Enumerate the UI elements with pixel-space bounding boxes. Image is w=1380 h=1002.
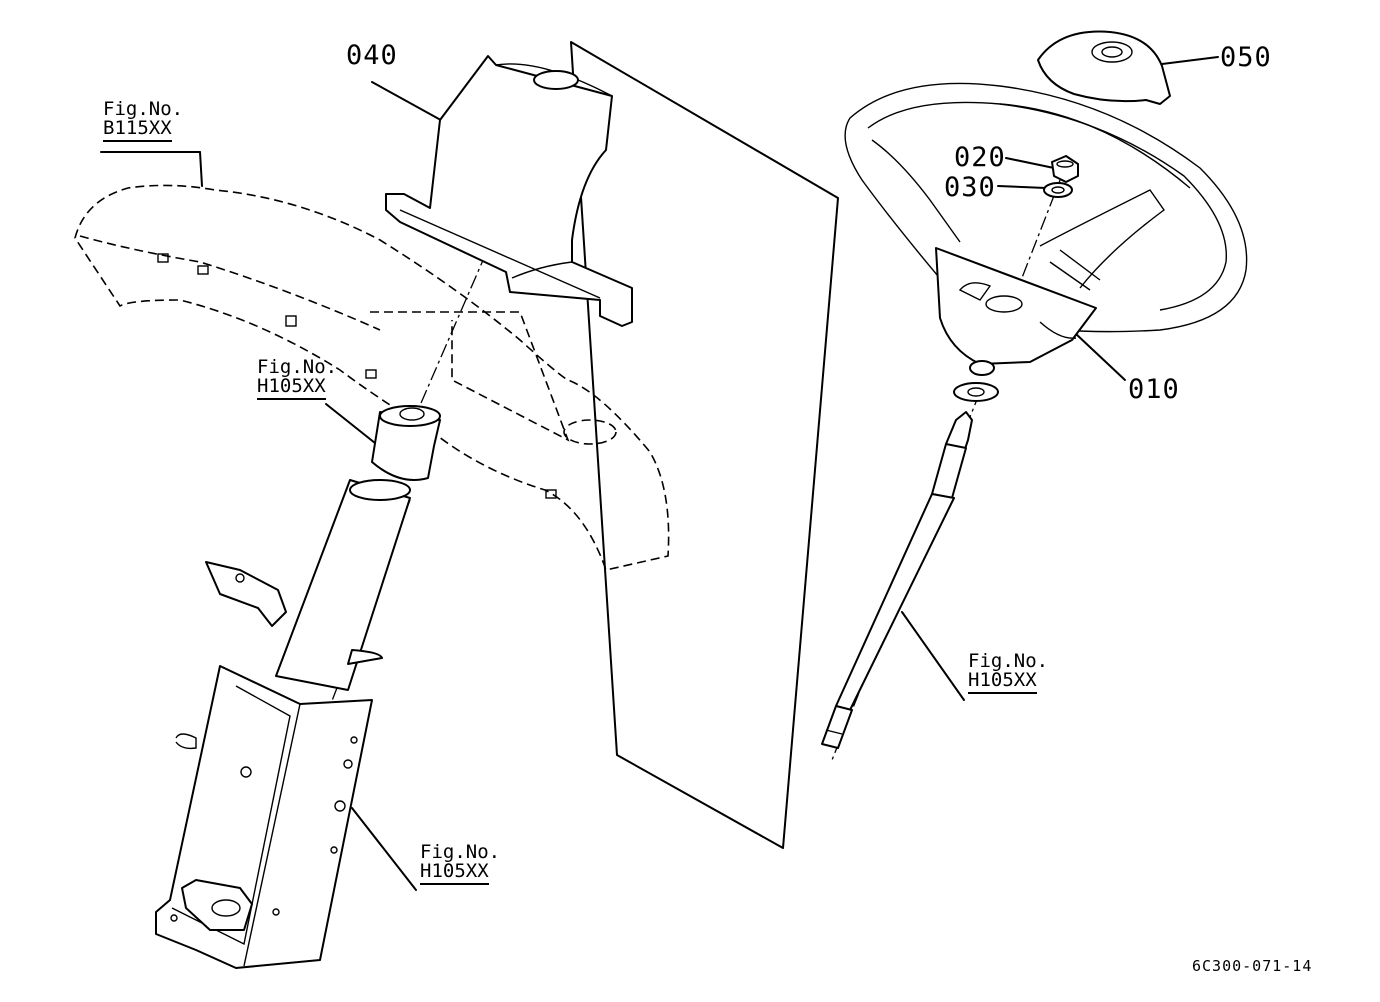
exploded-view-frame bbox=[570, 41, 839, 849]
label-part-050: 050 bbox=[1220, 42, 1272, 73]
figure-ref-h105xx-column: Fig.No. H105XX bbox=[257, 358, 337, 400]
figure-ref-code: H105XX bbox=[420, 862, 489, 885]
steering-shaft bbox=[821, 360, 999, 749]
figure-ref-code: B115XX bbox=[103, 119, 172, 142]
figure-ref-prefix: Fig.No. bbox=[257, 356, 338, 378]
steering-wheel-part-010 bbox=[844, 82, 1248, 365]
leader-lines bbox=[100, 56, 1219, 891]
figure-ref-h105xx-bracket: Fig.No. H105XX bbox=[420, 843, 500, 885]
nut-and-washer bbox=[1043, 155, 1079, 198]
label-part-020: 020 bbox=[954, 142, 1006, 173]
figure-ref-code: H105XX bbox=[968, 671, 1037, 694]
dash-panel bbox=[74, 184, 670, 571]
steering-column-assembly bbox=[155, 405, 441, 969]
label-part-040: 040 bbox=[346, 40, 398, 71]
figure-ref-h105xx-shaft: Fig.No. H105XX bbox=[968, 652, 1048, 694]
figure-ref-prefix: Fig.No. bbox=[103, 98, 184, 120]
figure-ref-code: H105XX bbox=[257, 377, 326, 400]
figure-ref-b115xx: Fig.No. B115XX bbox=[103, 100, 183, 142]
column-cover-part-040 bbox=[385, 55, 633, 327]
label-part-030: 030 bbox=[944, 172, 996, 203]
label-part-010: 010 bbox=[1128, 374, 1180, 405]
figure-ref-prefix: Fig.No. bbox=[968, 650, 1049, 672]
document-id: 6C300-071-14 bbox=[1192, 957, 1313, 975]
horn-pad-part-050 bbox=[1037, 30, 1171, 105]
figure-ref-prefix: Fig.No. bbox=[420, 841, 501, 863]
